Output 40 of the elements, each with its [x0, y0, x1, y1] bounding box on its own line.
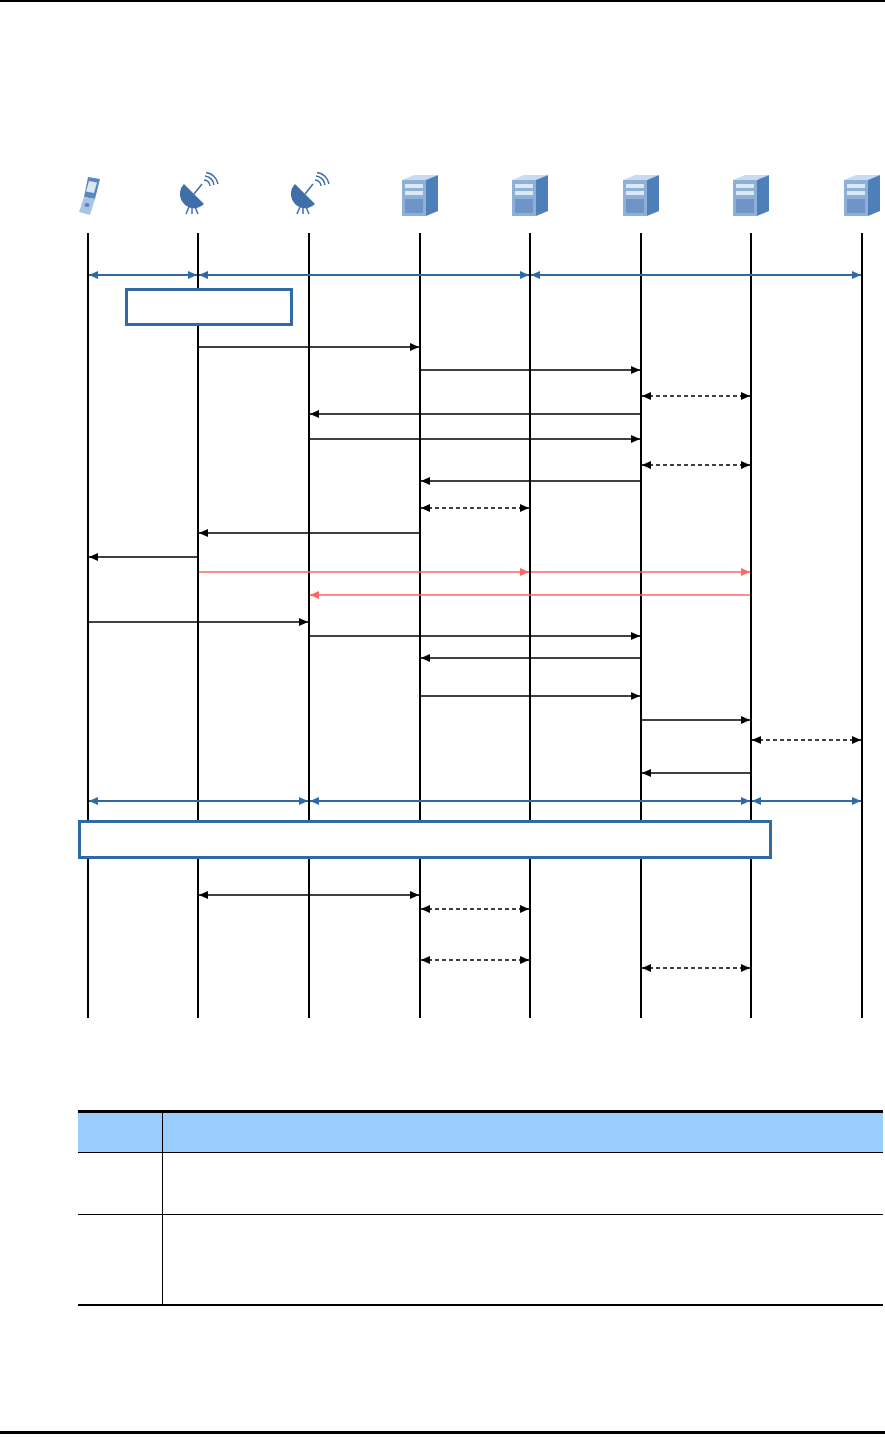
arrow [420, 956, 530, 964]
step-box [125, 288, 293, 326]
arrow [198, 343, 420, 351]
step-box [78, 820, 772, 859]
arrow [198, 271, 530, 279]
arrow [641, 769, 751, 777]
lifeline [861, 233, 863, 1018]
arrow [309, 435, 641, 443]
arrow [641, 964, 751, 972]
arrow [88, 797, 309, 805]
arrow [420, 366, 641, 374]
lifeline [419, 233, 421, 1018]
arrow [751, 736, 862, 744]
arrow [198, 529, 420, 537]
arrow [198, 891, 420, 899]
arrow [309, 410, 641, 418]
arrow [641, 461, 751, 469]
arrow [309, 632, 641, 640]
arrow [641, 716, 751, 724]
arrow [88, 271, 198, 279]
arrow [530, 568, 751, 576]
arrow [420, 504, 530, 512]
arrow [751, 797, 862, 805]
arrow [309, 797, 751, 805]
lifeline [197, 233, 199, 1018]
arrow [420, 905, 530, 913]
lifeline [640, 233, 642, 1018]
arrow [641, 392, 751, 400]
arrow [309, 591, 751, 599]
lifeline [308, 233, 310, 1018]
arrow [530, 271, 862, 279]
lifeline [750, 233, 752, 1018]
arrow [198, 568, 530, 576]
arrow [420, 477, 641, 485]
arrow [88, 553, 198, 561]
arrow [420, 692, 641, 700]
lifeline [87, 233, 89, 1018]
arrow [88, 618, 309, 626]
arrow [420, 654, 641, 662]
lifeline [529, 233, 531, 1018]
